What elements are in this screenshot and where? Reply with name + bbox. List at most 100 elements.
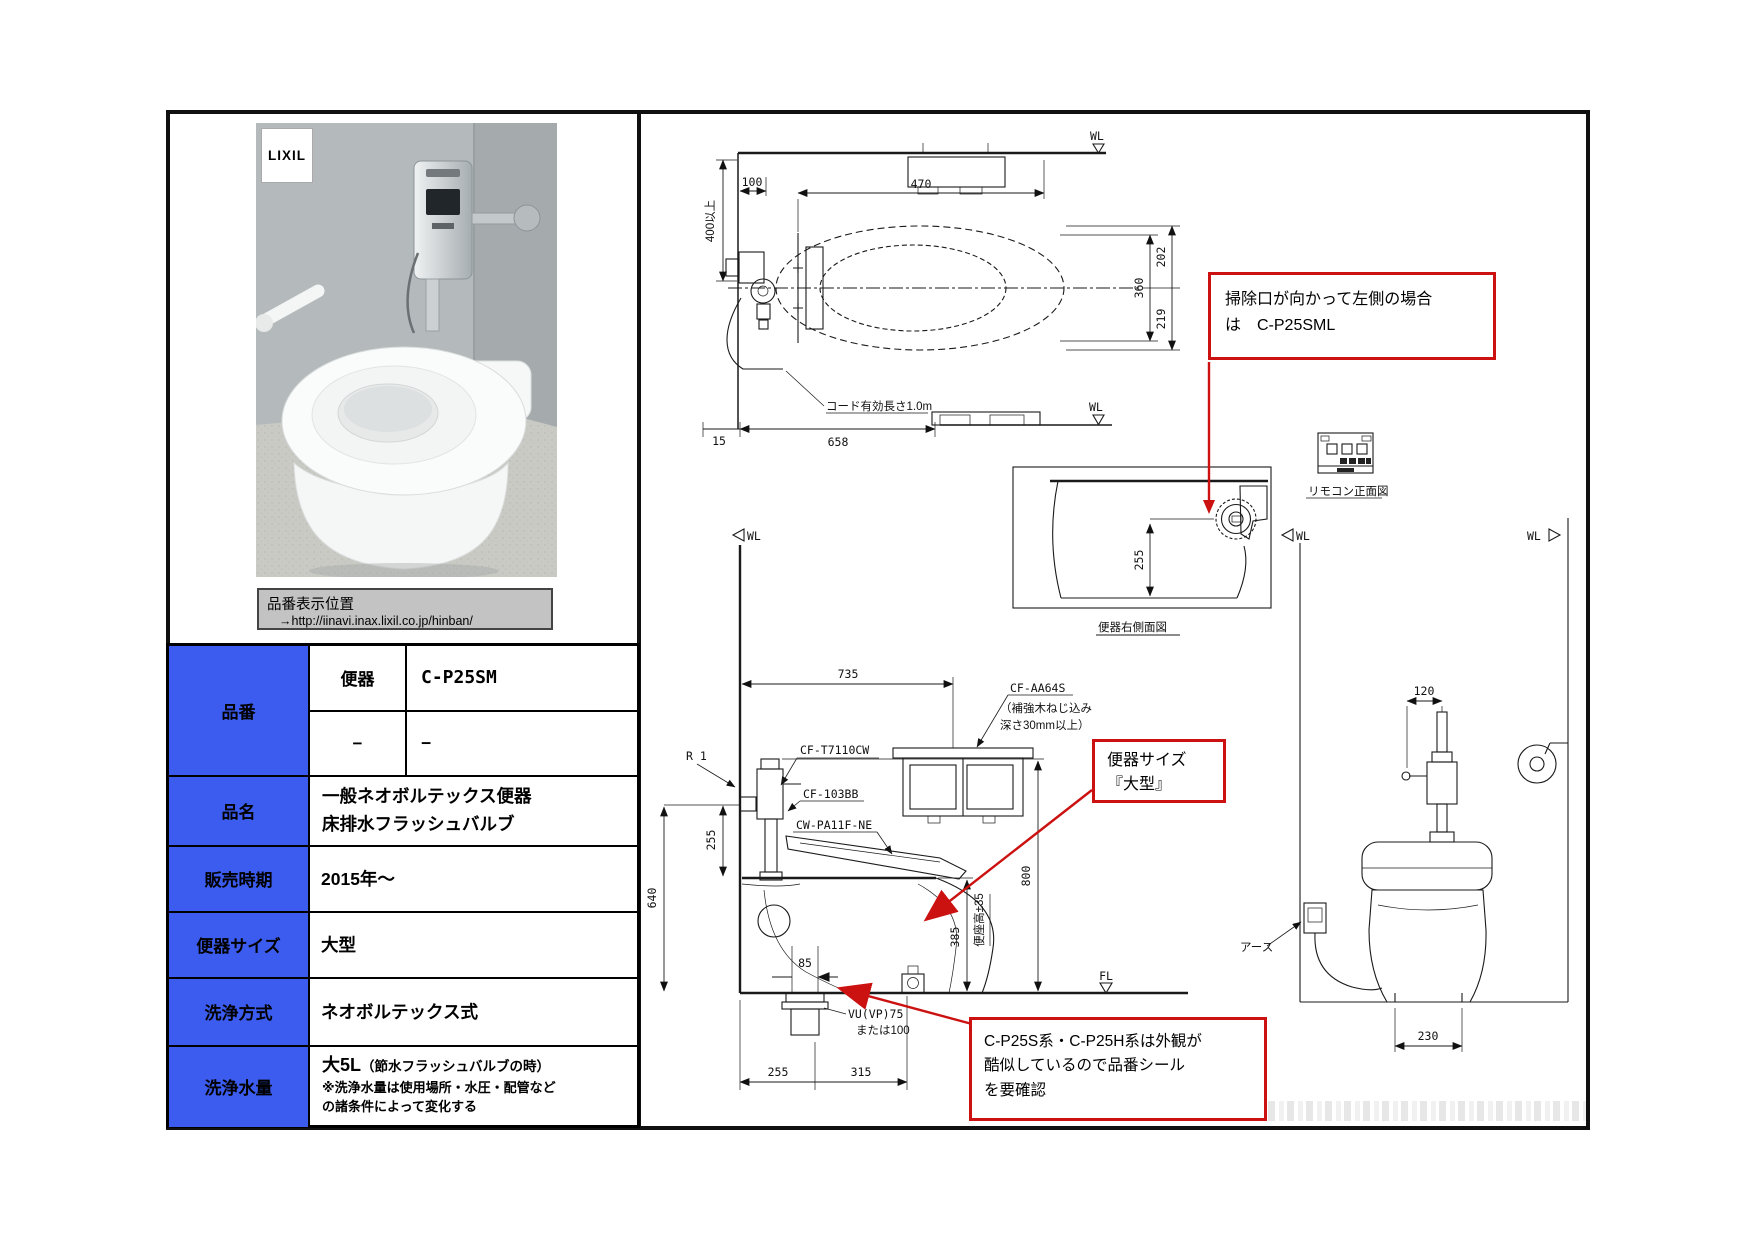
suiryou-note1: ※洗浄水量は使用場所・水圧・配管など <box>322 1080 556 1095</box>
wl-label: WL <box>1089 400 1103 414</box>
dim-735: 735 <box>838 667 859 681</box>
dim-15: 15 <box>712 434 726 448</box>
cell-hinban-sub2: − <box>352 733 363 753</box>
red-arrow-size <box>923 789 1093 922</box>
cell-hinban-value: C-P25SM <box>421 667 497 688</box>
panel-divider <box>637 110 641 1130</box>
drain-label2: または100 <box>856 1024 910 1037</box>
dim-360: 360 <box>1132 278 1146 299</box>
wl-label: WL <box>1090 129 1104 143</box>
wl-label: WL <box>1296 529 1310 543</box>
dim-230: 230 <box>1418 1029 1439 1043</box>
paper-holder <box>892 747 1034 824</box>
table-line <box>308 643 310 1128</box>
flush-valve-plan <box>725 251 776 330</box>
row-label-houshiki: 洗浄方式 <box>204 1003 273 1023</box>
table-line <box>405 643 407 775</box>
flush-valve-unit <box>406 160 541 334</box>
front-view: WL WL 120 <box>1240 518 1569 1052</box>
header-cell-bg <box>169 845 308 911</box>
installation-side-view: WL 735 CF-AA64S （補強木ねじ込み 深さ30mm以上） R 1 C… <box>645 528 1188 1090</box>
suiryou-note2: の諸条件によって変化する <box>322 1098 477 1114</box>
table-line <box>166 775 640 777</box>
dim-120: 120 <box>1414 684 1435 698</box>
note-check-seal: C-P25S系・C-P25H系は外観が 酷似しているので品番シール を要確認 <box>969 1017 1267 1121</box>
table-line <box>166 977 640 979</box>
dim-bottom-315: 315 <box>851 1065 872 1079</box>
earth-label: アース <box>1240 942 1273 954</box>
brand-logo-text: LIXIL <box>268 148 306 163</box>
dim-658: 658 <box>828 435 849 449</box>
red-arrow-down <box>1203 500 1215 514</box>
dim-219: 219 <box>1154 309 1168 330</box>
dim-bottom-255: 255 <box>768 1065 789 1079</box>
right-side-face-view: 255 便器右側面図 <box>1012 362 1272 636</box>
cell-hinban-value2: − <box>421 733 432 753</box>
table-line <box>166 911 640 913</box>
drain-label1: VU(VP)75 <box>848 1007 903 1021</box>
flush-valve-side <box>739 758 801 881</box>
aa64s-note2: 深さ30mm以上） <box>1000 718 1089 732</box>
aa64s-note1: （補強木ねじ込み <box>1000 702 1092 715</box>
dim-255-cleanout: 255 <box>1132 550 1146 571</box>
dim-202: 202 <box>1154 247 1168 268</box>
dim-255-valve: 255 <box>704 830 718 851</box>
dim-100: 100 <box>742 175 763 189</box>
caption-url[interactable]: →http://iinavi.inax.lixil.co.jp/hinban/ <box>279 614 473 628</box>
red-arrow-check <box>836 982 973 1026</box>
row-label-size: 便器サイズ <box>196 936 281 956</box>
row-label-hanbai: 販売時期 <box>204 870 273 890</box>
technical-drawing: .ln{stroke:#1a1a1a;fill:none;stroke-widt… <box>645 129 1569 1130</box>
side-face-view-label: 便器右側面図 <box>1098 620 1167 634</box>
flush-valve-front <box>1401 711 1458 843</box>
row-label-hinmei: 品名 <box>221 802 256 822</box>
cf-103bb-label: CF-103BB <box>803 787 858 801</box>
cell-suiryou-value: 大5L（節水フラッシュバルブの時） ※洗浄水量は使用場所・水圧・配管など の諸条… <box>322 1051 638 1117</box>
header-cell-bg <box>169 775 308 845</box>
dim-640: 640 <box>645 888 659 909</box>
note-cleanout-left: 掃除口が向かって左側の場合 は C-P25SML <box>1208 272 1496 360</box>
cf-aa64s-label: CF-AA64S <box>1010 681 1065 695</box>
suiryou-main: 大5L <box>322 1055 362 1075</box>
toilet-front <box>1361 841 1493 1003</box>
suiryou-paren: （節水フラッシュバルブの時） <box>361 1059 551 1074</box>
dim-85: 85 <box>798 956 812 970</box>
table-line <box>166 1045 640 1047</box>
dim-385: 385 <box>948 927 962 948</box>
part-number-caption: 品番表示位置 →http://iinavi.inax.lixil.co.jp/h… <box>257 588 553 630</box>
cw-pa11f-label: CW-PA11F-NE <box>796 818 872 832</box>
header-cell-bg <box>169 1045 308 1127</box>
brand-logo: LIXIL <box>261 128 313 183</box>
cf-t7110cw-label: CF-T7110CW <box>800 743 869 757</box>
fl-label: FL <box>1099 969 1113 983</box>
cell-houshiki-value: ネオボルテックス式 <box>321 1001 478 1022</box>
cell-hinban-sub: 便器 <box>340 670 375 689</box>
header-cell-bg <box>169 646 308 775</box>
row-label-hinban: 品番 <box>221 703 256 722</box>
dim-800: 800 <box>1019 866 1033 887</box>
header-cell-bg <box>169 911 308 977</box>
dim-400ijou: 400以上 <box>704 200 717 242</box>
remote-control-view: リモコン正面図 <box>1306 432 1389 499</box>
cell-size-value: 大型 <box>321 934 356 955</box>
grab-bar-icon <box>256 284 325 332</box>
header-cell-bg <box>169 977 308 1045</box>
remote-label: リモコン正面図 <box>1308 485 1389 498</box>
wl-label: WL <box>747 529 761 543</box>
cord-note: コード有効長さ1.0m <box>826 399 932 413</box>
dim-470: 470 <box>911 177 932 191</box>
note-toilet-size: 便器サイズ 『大型』 <box>1092 739 1226 803</box>
cell-hinmei-value: 一般ネオボルテックス便器 床排水フラッシュバルブ <box>322 786 532 834</box>
wl-label: WL <box>1527 529 1541 543</box>
table-line <box>166 845 640 847</box>
faint-watermark <box>1268 1101 1586 1121</box>
plan-view: WL 400以上 100 470 コード有効長さ1.0m <box>702 129 1180 449</box>
seat-height-note: 便座高±35 <box>972 893 986 947</box>
caption-title: 品番表示位置 <box>267 597 354 613</box>
product-photo <box>256 123 557 577</box>
r1-label: R 1 <box>686 749 707 763</box>
cell-hanbai-value: 2015年～ <box>321 868 395 889</box>
toilet-illustration <box>281 346 532 577</box>
table-line <box>308 710 640 712</box>
